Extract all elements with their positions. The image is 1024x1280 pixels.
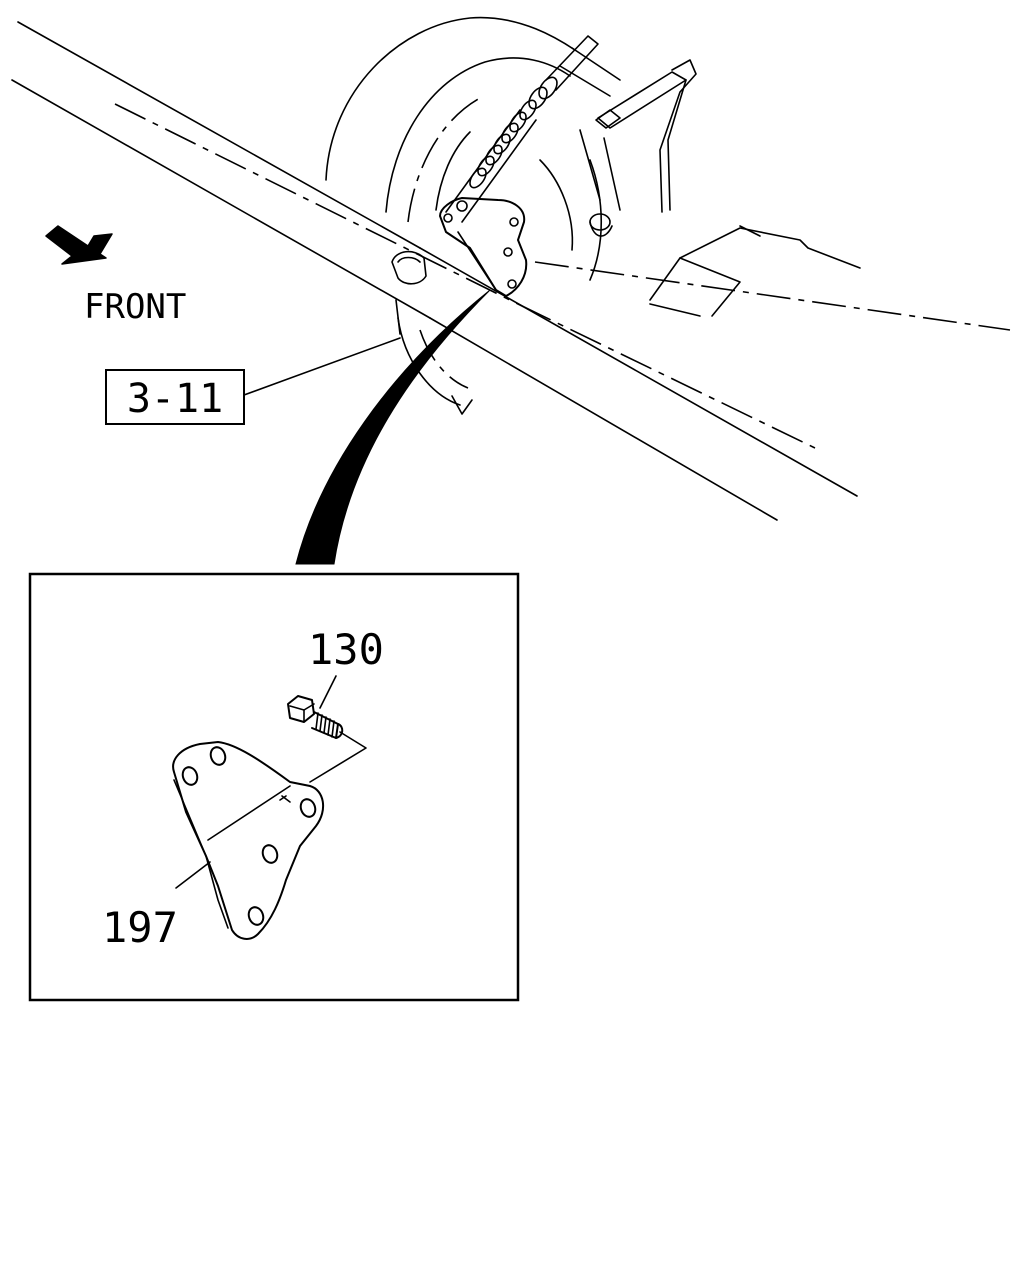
detail-inset: 130 197 — [28, 572, 520, 1002]
assembly-view — [11, 16, 1011, 521]
bolt-130[interactable] — [287, 675, 367, 783]
brake-drum — [325, 16, 603, 415]
front-direction-arrow-icon — [45, 225, 113, 265]
brake-cable — [445, 35, 621, 223]
reference-callout[interactable]: 3-11 — [105, 337, 401, 425]
reference-label: 3-11 — [127, 376, 223, 422]
front-label: FRONT — [84, 287, 186, 327]
front-indicator: FRONT — [45, 225, 186, 327]
detail-pointer — [295, 289, 491, 565]
center-line — [114, 103, 1011, 449]
part-197-label: 197 — [102, 903, 178, 952]
part-130-label: 130 — [308, 625, 384, 674]
reference-leader-line — [243, 337, 401, 396]
reference-box — [105, 369, 245, 425]
bracket-installed — [439, 197, 528, 297]
frame-rail — [11, 21, 858, 521]
bracket-197[interactable] — [172, 741, 325, 940]
axle-housing — [649, 225, 861, 317]
hose-fitting — [391, 250, 427, 335]
parking-lever — [579, 59, 697, 237]
detail-frame — [28, 572, 520, 1002]
